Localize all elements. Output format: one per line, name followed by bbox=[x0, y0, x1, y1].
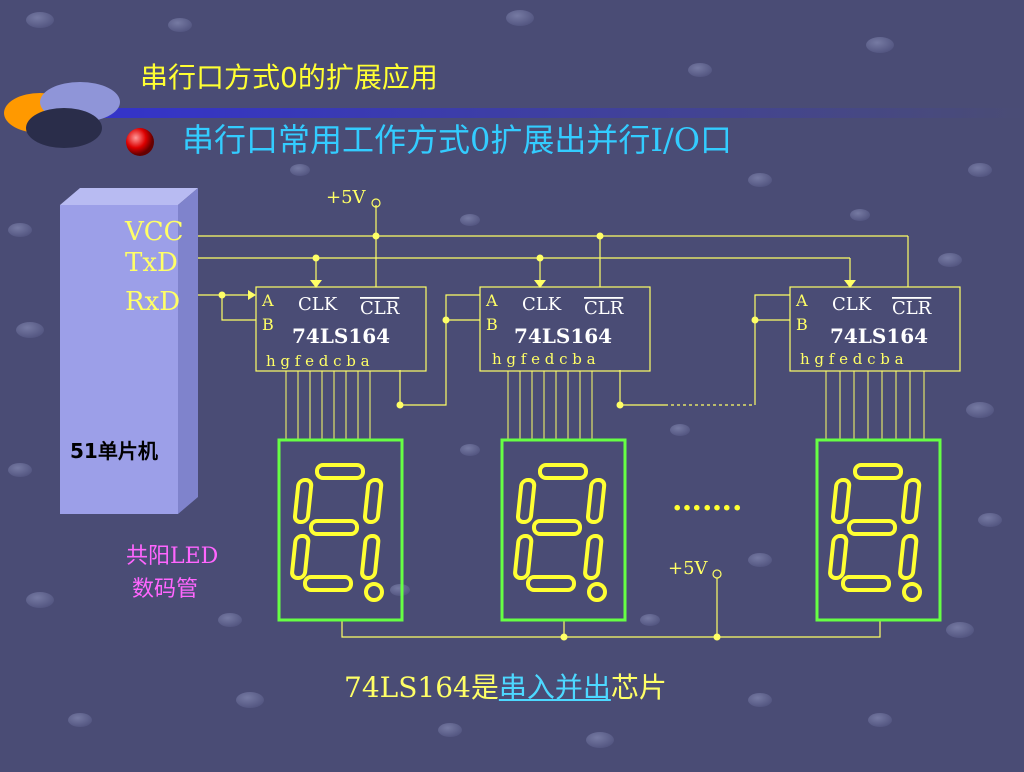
pin-b-label: B bbox=[796, 315, 808, 334]
chip-1: A B CLK CLR 74LS164 h g f e d c b a bbox=[255, 286, 427, 372]
mcu-pin-vcc: VCC bbox=[124, 217, 184, 247]
mcu-pin-rxd: RxD bbox=[125, 287, 180, 317]
arrow-heads bbox=[248, 280, 856, 300]
chip-name: 74LS164 bbox=[830, 324, 928, 348]
pin-a-label: A bbox=[795, 291, 808, 310]
output-bus-1 bbox=[285, 371, 371, 440]
chip-2: A B CLK CLR 74LS164 h g f e d c b a bbox=[479, 286, 651, 372]
output-pins-label: h g f e d c b a bbox=[492, 350, 596, 368]
led-digit-1 bbox=[277, 438, 404, 622]
note-prefix: 74LS164是 bbox=[344, 671, 499, 704]
output-bus-2 bbox=[507, 371, 593, 440]
header-decoration bbox=[4, 82, 1024, 148]
power-terminal-bottom: +5V bbox=[668, 558, 722, 579]
output-pins-label: h g f e d c b a bbox=[266, 352, 370, 370]
pin-clr-label: CLR bbox=[584, 298, 624, 319]
chip-note: 74LS164是串入并出芯片 bbox=[344, 666, 667, 706]
pin-clk-label: CLK bbox=[832, 294, 872, 315]
mcu-label: 51单片机 bbox=[70, 439, 158, 463]
pin-clr-label: CLR bbox=[360, 298, 400, 319]
pin-b-label: B bbox=[262, 315, 274, 334]
pin-clk-label: CLK bbox=[298, 294, 338, 315]
power-terminal-top: +5V bbox=[326, 187, 381, 208]
pin-clk-label: CLK bbox=[522, 294, 562, 315]
output-pins-label: h g f e d c b a bbox=[800, 350, 904, 368]
pin-b-label: B bbox=[486, 315, 498, 334]
note-link[interactable]: 串入并出 bbox=[498, 671, 611, 704]
mcu-block: VCC TxD RxD 51单片机 bbox=[60, 188, 198, 514]
slide-subtitle: 串行口常用工作方式0扩展出并行I/O口 bbox=[182, 121, 733, 159]
junction-dots bbox=[218, 232, 759, 641]
chip-name: 74LS164 bbox=[514, 324, 612, 348]
slide-title: 串行口方式0的扩展应用 bbox=[140, 61, 438, 94]
chip-name: 74LS164 bbox=[292, 324, 390, 348]
pin-a-label: A bbox=[485, 291, 498, 310]
bullet-icon bbox=[126, 128, 154, 156]
note-suffix: 芯片 bbox=[610, 671, 667, 704]
mcu-pin-txd: TxD bbox=[125, 248, 178, 278]
led-digit-3 bbox=[815, 438, 942, 622]
digits-ellipsis: ……. bbox=[672, 483, 742, 518]
output-bus-3 bbox=[825, 371, 925, 440]
power-label-bottom: +5V bbox=[668, 558, 709, 579]
led-label-line2: 数码管 bbox=[132, 577, 198, 602]
chip-3: A B CLK CLR 74LS164 h g f e d c b a bbox=[789, 286, 961, 372]
led-digit-2 bbox=[500, 438, 627, 622]
power-label-top: +5V bbox=[326, 187, 367, 208]
pin-clr-label: CLR bbox=[892, 298, 932, 319]
pin-a-label: A bbox=[261, 291, 274, 310]
led-label-line1: 共阳LED bbox=[126, 544, 218, 569]
background-dots bbox=[8, 10, 1002, 748]
